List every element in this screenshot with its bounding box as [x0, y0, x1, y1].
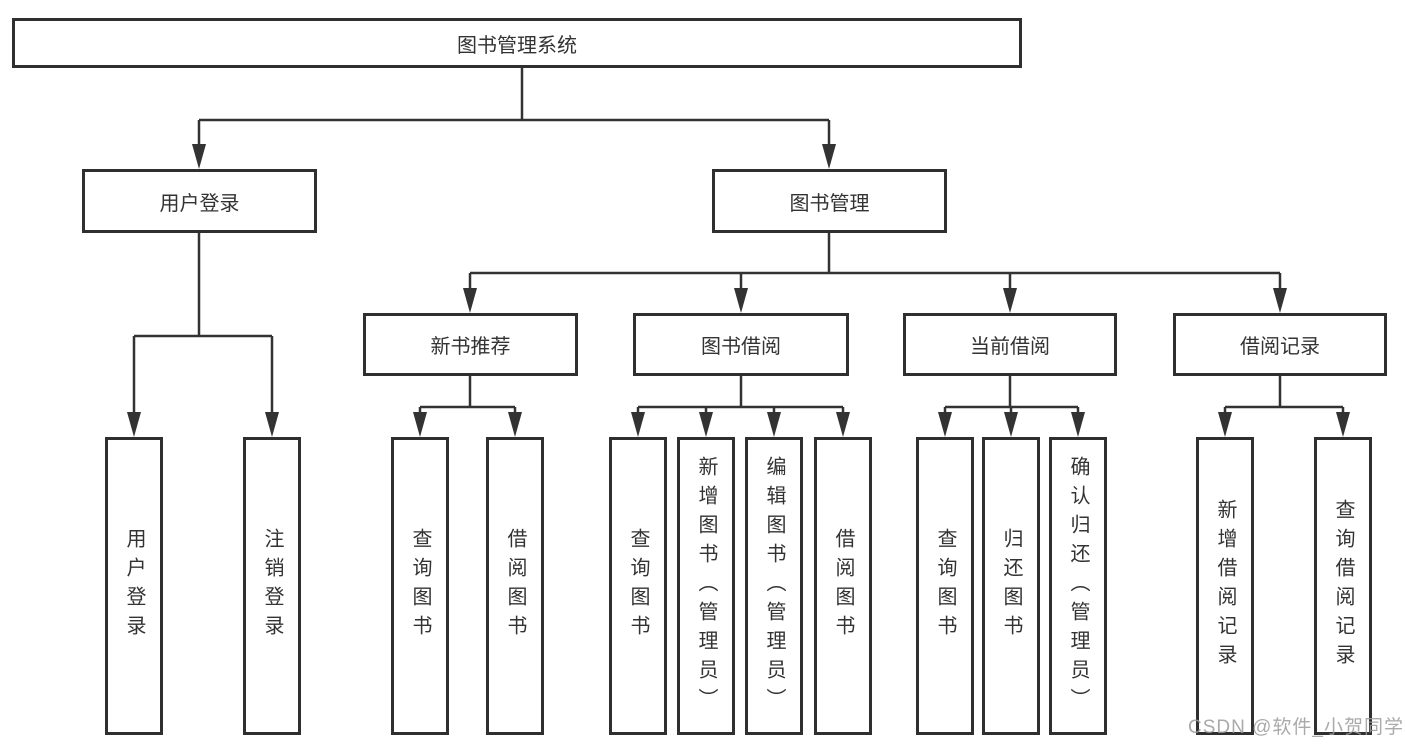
leaf-query-books-newbook: 查询图书	[391, 437, 449, 735]
leaf-query-borrow-record: 查询借阅记录	[1314, 437, 1372, 735]
leaf-confirm-return-admin: 确认归还（管理员）	[1049, 437, 1107, 735]
csdn-watermark: CSDN @软件_小贺同学	[1188, 717, 1404, 738]
leaf-add-books-admin: 新增图书（管理员）	[677, 437, 735, 735]
leaf-borrow-books-newbook: 借阅图书	[486, 437, 544, 735]
node-book-borrowing: 图书借阅	[633, 313, 849, 376]
node-new-book-recommendation: 新书推荐	[363, 313, 578, 376]
leaf-logout-login: 注销登录	[243, 437, 301, 735]
leaf-add-borrow-record: 新增借阅记录	[1196, 437, 1254, 735]
node-library-management-system: 图书管理系统	[12, 18, 1022, 68]
node-current-borrowing: 当前借阅	[903, 313, 1117, 376]
node-book-management: 图书管理	[712, 169, 947, 233]
leaf-return-books: 归还图书	[982, 437, 1040, 735]
leaf-query-books-borrow: 查询图书	[609, 437, 667, 735]
leaf-query-books-current: 查询图书	[916, 437, 974, 735]
node-borrowing-records: 借阅记录	[1173, 313, 1387, 376]
leaf-edit-books-admin: 编辑图书（管理员）	[745, 437, 803, 735]
leaf-borrow-books-borrow: 借阅图书	[814, 437, 872, 735]
node-user-login: 用户登录	[82, 169, 317, 233]
leaf-user-login: 用户登录	[105, 437, 163, 735]
